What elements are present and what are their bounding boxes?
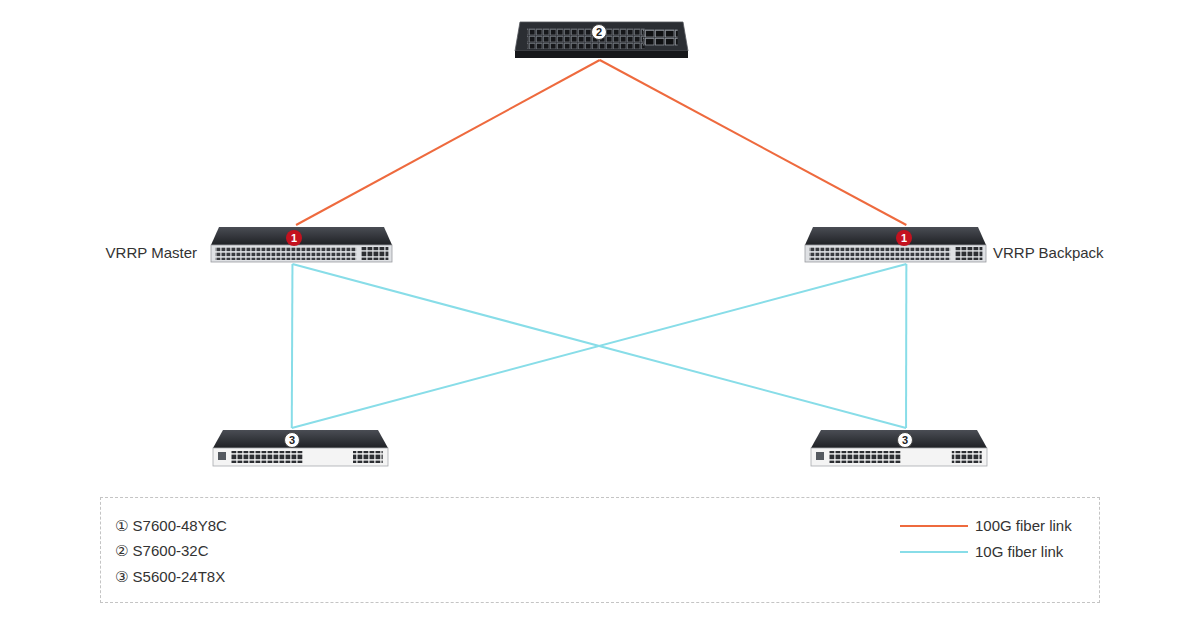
uplink-100g [600, 60, 907, 225]
port-block [952, 451, 982, 463]
port-block [215, 247, 356, 260]
downlink-10g [291, 264, 294, 428]
legend-model: ③ S5600-24T8X [115, 568, 225, 586]
callout-number: 3 [284, 432, 300, 448]
switch-front [213, 448, 388, 466]
legend-line [900, 525, 968, 527]
port-block [643, 29, 678, 46]
legend-frame [100, 497, 1100, 603]
network-switch: 1VRRP Backpack [805, 227, 986, 262]
switch-icon [805, 227, 986, 262]
port-block [361, 247, 388, 260]
switch-top [805, 227, 986, 245]
switch-front [805, 245, 986, 262]
port-block [809, 247, 950, 260]
downlink-10g [292, 264, 906, 428]
switch-icon [211, 227, 392, 262]
port-block [353, 451, 383, 463]
callout-number: 1 [896, 230, 912, 246]
callout-number: 2 [591, 24, 607, 40]
switch-top [811, 430, 987, 448]
port-block [231, 451, 303, 463]
network-switch: 1VRRP Master [211, 227, 392, 262]
uplink-100g [296, 60, 600, 225]
legend-label: 10G fiber link [975, 543, 1063, 561]
role-label: VRRP Backpack [993, 244, 1104, 262]
switch-body [515, 22, 688, 51]
port-block [829, 451, 901, 463]
network-switch: 2 [515, 22, 688, 58]
callout-number: 3 [897, 432, 913, 448]
network-switch: 3 [213, 430, 388, 466]
callout-number: 1 [286, 230, 302, 246]
downlink-10g [905, 264, 907, 428]
switch-top [213, 430, 388, 448]
network-switch: 3 [811, 430, 987, 466]
switch-icon [213, 430, 388, 466]
downlink-10g [292, 264, 907, 428]
role-label: VRRP Master [106, 244, 197, 262]
port-block [527, 28, 645, 49]
legend-line [900, 551, 968, 553]
switch-front [515, 51, 688, 58]
legend-model: ② S7600-32C [115, 542, 209, 560]
legend-model: ① S7600-48Y8C [115, 517, 227, 535]
legend-label: 100G fiber link [975, 517, 1072, 535]
console-port [816, 452, 824, 460]
switch-front [211, 245, 392, 262]
switch-top [211, 227, 392, 245]
port-block [955, 247, 982, 260]
switch-front [811, 448, 987, 466]
console-port [218, 452, 226, 460]
